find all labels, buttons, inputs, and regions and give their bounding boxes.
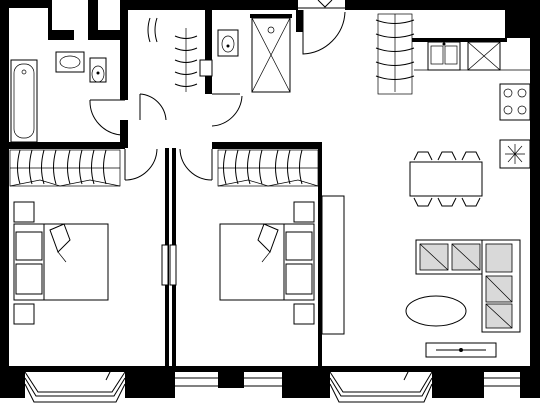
sofa-icon	[415, 239, 521, 333]
doors	[89, 0, 346, 286]
hangers-icon	[147, 17, 198, 92]
right-wardrobe-hangers-icon	[217, 149, 319, 187]
shower-toilet-icon	[217, 29, 239, 57]
bathroom-toilet-icon	[89, 57, 107, 83]
bay-windows	[24, 367, 520, 403]
bedroom-left	[9, 149, 121, 325]
right-nightstand-icon	[293, 201, 315, 223]
left-wardrobe-hangers-icon	[9, 149, 121, 187]
bedroom-right	[217, 149, 319, 325]
tv-stand-icon	[425, 342, 497, 358]
kitchen-hangers-icon	[375, 13, 415, 95]
bathroom	[10, 51, 107, 143]
bathtub-icon	[10, 59, 38, 143]
kitchen-sink-icon	[427, 41, 461, 71]
left-nightstand-icon	[13, 303, 35, 325]
stove-icon	[499, 83, 531, 121]
left-nightstand-icon	[13, 201, 35, 223]
shower-sink-icon	[199, 59, 213, 77]
shower-room	[199, 14, 292, 93]
right-nightstand-icon	[293, 303, 315, 325]
dining-table-icon	[409, 151, 483, 207]
double-bed-icon	[13, 223, 109, 301]
coffee-table-icon	[405, 295, 467, 327]
kitchen	[375, 13, 531, 169]
wardrobe-hall	[147, 17, 198, 92]
wardrobe-panel-icon	[321, 195, 345, 335]
bathroom-sink-icon	[55, 51, 85, 73]
walls	[0, 0, 540, 398]
double-bed-icon	[219, 223, 315, 301]
